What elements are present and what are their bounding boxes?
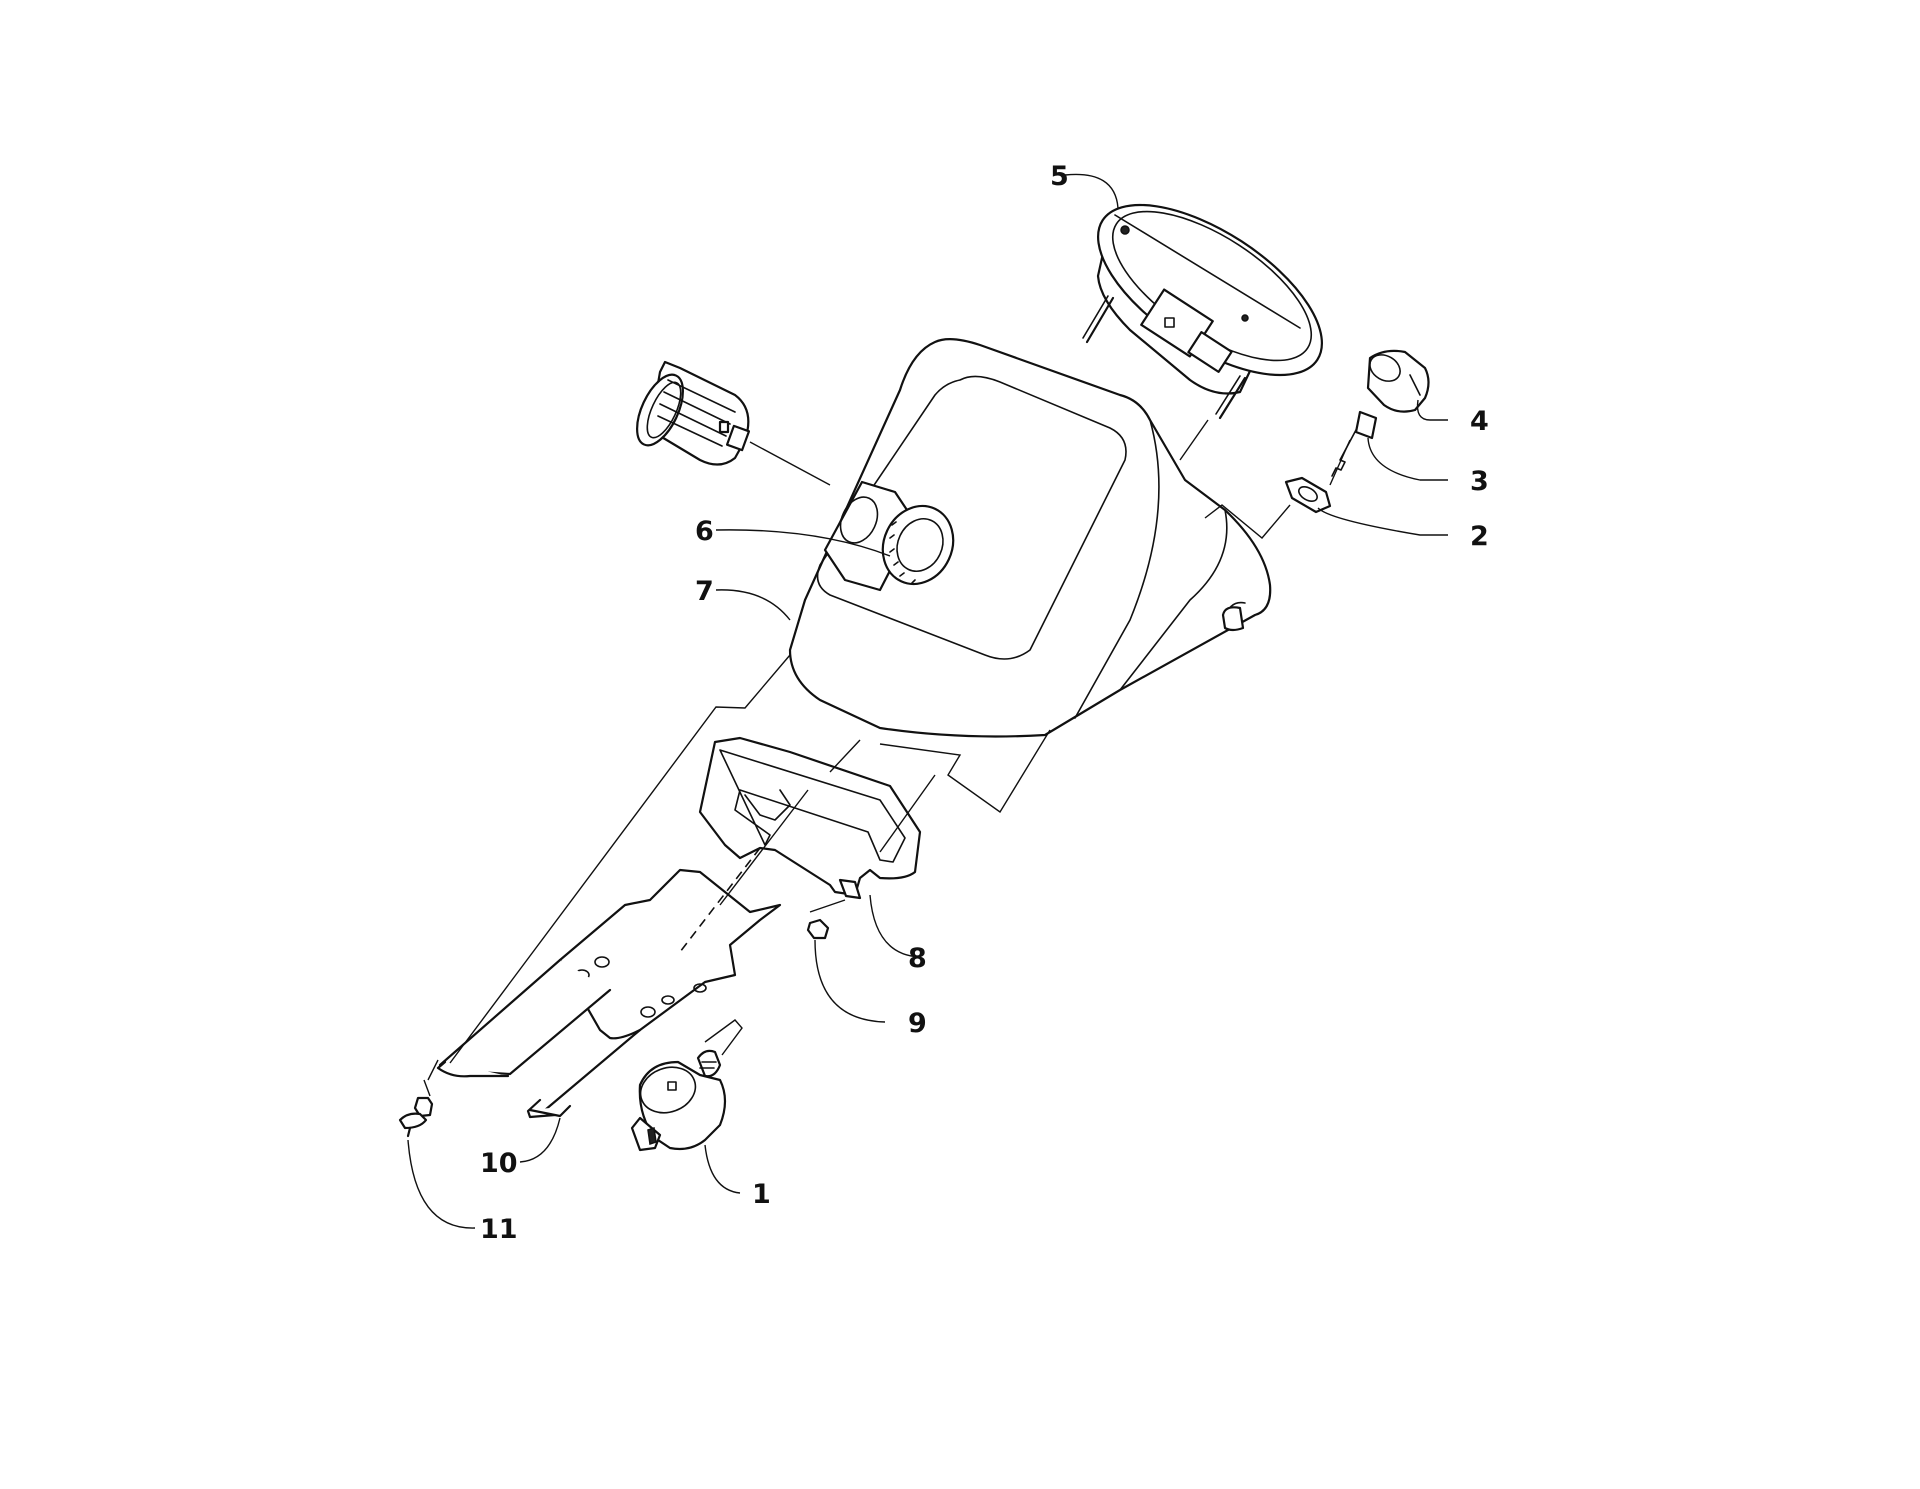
callout-5: 5 (1050, 161, 1069, 192)
console-housing (788, 338, 1272, 738)
callout-10: 10 (480, 1148, 518, 1179)
callout-leaders (407, 173, 1448, 1229)
callout-3: 3 (1470, 466, 1489, 497)
trim-bezel (698, 736, 922, 900)
callout-6: 6 (695, 516, 714, 547)
assembly-lines (423, 419, 1351, 1097)
power-outlet (636, 360, 751, 466)
callout-2: 2 (1470, 521, 1489, 552)
key-cap (1366, 349, 1430, 413)
callout-11: 11 (480, 1214, 518, 1245)
mounting-bracket (436, 868, 782, 1119)
key (1331, 410, 1378, 477)
callout-8: 8 (908, 943, 927, 974)
nut (1284, 476, 1332, 514)
callout-labels: 5 4 3 2 6 7 8 9 10 11 1 (480, 161, 1489, 1245)
push-rivet (398, 1096, 434, 1138)
callout-1: 1 (752, 1179, 771, 1210)
callout-7: 7 (695, 576, 714, 607)
clip (806, 918, 830, 940)
callout-4: 4 (1470, 406, 1489, 437)
ignition-switch (630, 1049, 727, 1152)
gauge-assembly (1082, 203, 1324, 420)
callout-9: 9 (908, 1008, 927, 1039)
